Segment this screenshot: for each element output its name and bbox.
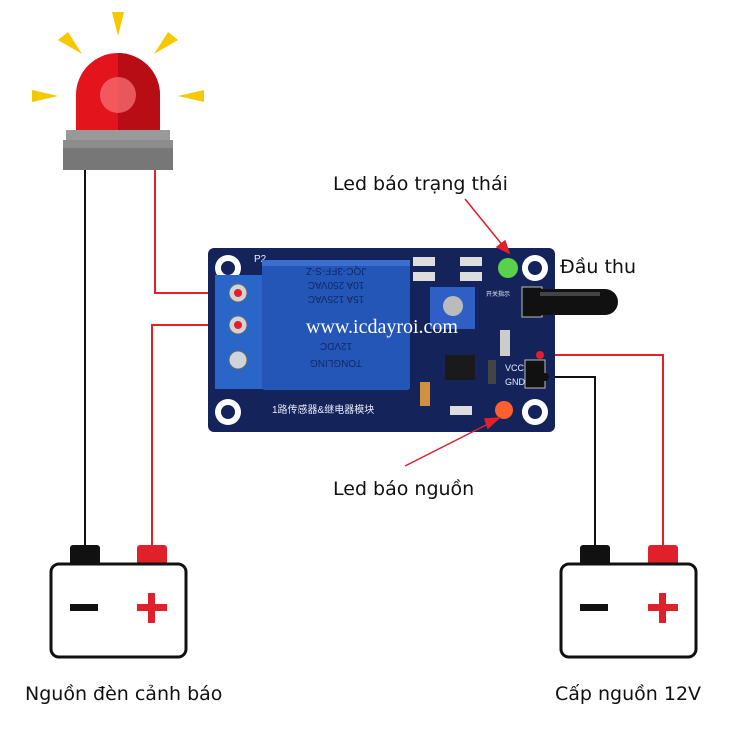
relay-brand: TONGLING: [310, 357, 362, 368]
relay-coil: 12VDC: [320, 340, 352, 351]
watermark: www.icdayroi.com: [306, 316, 458, 338]
power-led-label: Led báo nguồn: [333, 478, 474, 500]
relay-rating-2: 15A 125VAC: [308, 293, 365, 304]
ic-chip: [445, 355, 475, 380]
connector-label: P2: [254, 254, 267, 265]
power-led-arrow: [404, 421, 493, 467]
wire-red-vcc: [540, 354, 664, 545]
status-led-label: Led báo trạng thái: [333, 173, 508, 195]
alarm-power-label: Nguồn đèn cảnh báo: [25, 683, 222, 705]
relay-model: JQC-3FF-S-Z: [306, 265, 367, 276]
status-led: [498, 258, 518, 278]
status-led-silk: 开关指示: [486, 290, 510, 298]
battery-left-icon: [49, 545, 188, 659]
vcc-dot: [536, 351, 544, 359]
terminal-no-dot: [234, 289, 242, 297]
relay-rating-1: 10A 250VAC: [308, 279, 365, 290]
supply-12v-label: Cấp nguồn 12V: [555, 683, 701, 705]
siren-icon: [32, 12, 204, 170]
gnd-label: GND: [505, 377, 526, 387]
vcc-label: VCC: [505, 363, 525, 373]
status-led-arrow: [464, 198, 505, 248]
receiver-label: Đầu thu: [560, 256, 636, 278]
wire-black-gnd: [545, 376, 596, 545]
relay: [262, 260, 410, 390]
battery-right-icon: [559, 545, 698, 659]
terminal-com-dot: [234, 321, 242, 329]
relay-sensor-module: P2 JQC-3FF-S-Z 10A 250VAC 15A 125VAC 12V…: [208, 248, 618, 432]
power-led: [495, 401, 513, 419]
light-rays: [32, 12, 204, 102]
gnd-dot: [541, 373, 549, 381]
module-name: 1路传感器&继电器模块: [272, 403, 374, 416]
